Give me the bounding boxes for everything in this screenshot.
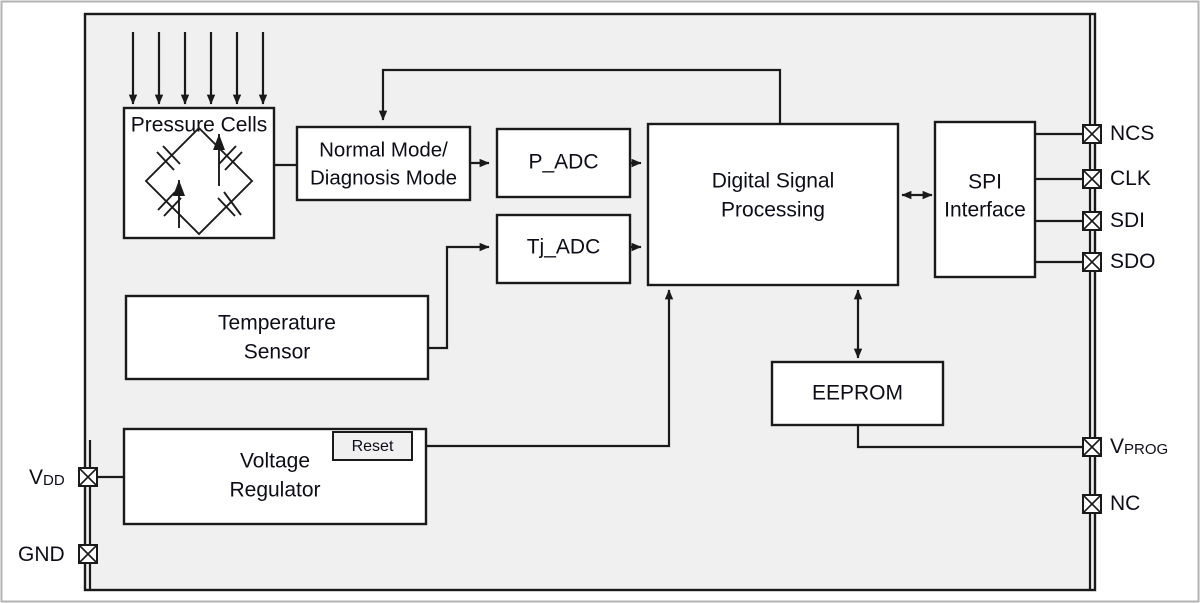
- voltage-regulator-label-line1: Voltage: [240, 450, 310, 473]
- wire-eeprom-to-vprog: [856, 425, 1083, 449]
- mode-select-label-line1: Normal Mode/: [319, 138, 448, 161]
- spi-label-line1: SPI: [968, 171, 1002, 194]
- pin-pad-sdo[interactable]: [1082, 252, 1102, 272]
- temperature-sensor-label-line1: Temperature: [218, 312, 336, 335]
- block-reset[interactable]: Reset: [332, 431, 413, 461]
- tj-adc-label: Tj_ADC: [527, 236, 601, 259]
- mode-select-label-line2: Diagnosis Mode: [310, 166, 457, 189]
- pin-pad-vprog[interactable]: [1082, 437, 1102, 457]
- block-mode-select[interactable]: Normal Mode/ Diagnosis Mode: [295, 125, 472, 202]
- pin-pad-ncs[interactable]: [1082, 124, 1102, 144]
- pin-label-nc: NC: [1110, 492, 1140, 515]
- pin-label-vdd-base: V: [29, 466, 43, 489]
- pin-pad-gnd[interactable]: [78, 544, 98, 564]
- block-tj-adc[interactable]: Tj_ADC: [495, 213, 632, 285]
- wire-dsp-feedback-to-mode: [378, 68, 782, 124]
- pin-pad-nc[interactable]: [1082, 494, 1102, 514]
- block-spi-interface[interactable]: SPI Interface: [933, 120, 1037, 279]
- wheatstone-bridge-icon: [144, 126, 254, 236]
- wire-reset-to-dsp: [412, 289, 674, 448]
- pin-label-gnd: GND: [18, 543, 65, 566]
- reset-label: Reset: [352, 438, 394, 455]
- pin-label-vdd: VDD: [29, 466, 65, 489]
- pin-label-sdi: SDI: [1110, 209, 1145, 232]
- wire-tempsensor-to-tjadc: [428, 242, 490, 350]
- pin-pad-clk[interactable]: [1082, 169, 1102, 189]
- pin-label-vprog: VPROG: [1110, 435, 1168, 458]
- eeprom-label: EEPROM: [812, 382, 903, 405]
- pin-label-clk: CLK: [1110, 167, 1151, 190]
- block-temperature-sensor[interactable]: Temperature Sensor: [124, 294, 430, 381]
- temperature-sensor-label-line2: Sensor: [244, 341, 311, 364]
- pin-pad-vdd[interactable]: [78, 467, 98, 487]
- pin-label-ncs: NCS: [1110, 122, 1154, 145]
- block-eeprom[interactable]: EEPROM: [770, 360, 945, 427]
- dsp-label-line2: Processing: [721, 199, 825, 222]
- dsp-label-line1: Digital Signal: [712, 170, 835, 193]
- p-adc-label: P_ADC: [528, 151, 598, 174]
- pin-label-vprog-sub: PROG: [1124, 441, 1168, 458]
- block-pressure-cells[interactable]: Pressure Cells: [122, 106, 276, 240]
- voltage-regulator-label-line2: Regulator: [229, 479, 320, 502]
- pressure-input-arrows: [128, 32, 268, 105]
- block-p-adc[interactable]: P_ADC: [495, 127, 632, 199]
- spi-label-line2: Interface: [944, 199, 1026, 222]
- pin-label-vdd-sub: DD: [43, 472, 65, 489]
- pin-pad-sdi[interactable]: [1082, 211, 1102, 231]
- pin-label-sdo: SDO: [1110, 250, 1156, 273]
- block-dsp[interactable]: Digital Signal Processing: [646, 122, 900, 287]
- pressure-cells-label: Pressure Cells: [131, 114, 268, 137]
- pin-label-vprog-base: V: [1110, 435, 1124, 458]
